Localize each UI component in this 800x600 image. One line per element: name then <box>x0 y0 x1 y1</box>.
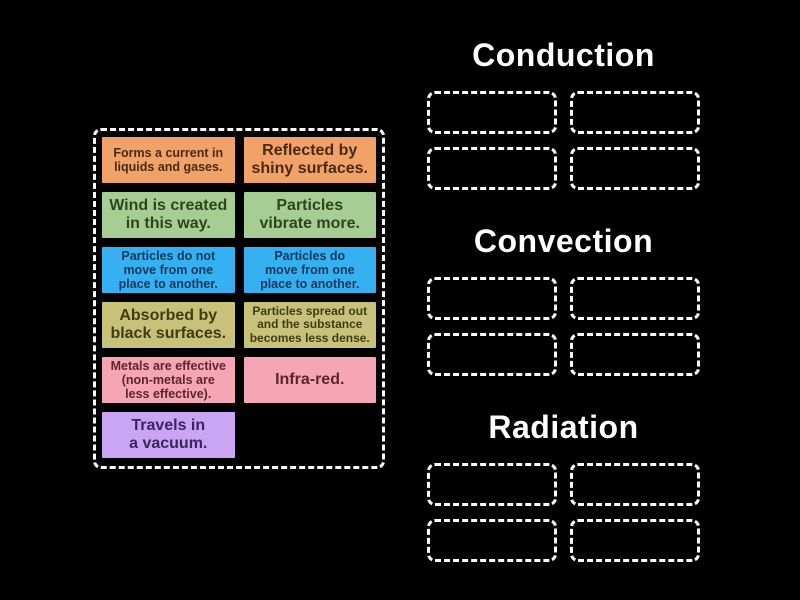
sort-card[interactable]: Travels in a vacuum. <box>100 410 237 460</box>
slot-grid <box>427 463 700 562</box>
sort-card[interactable]: Reflected by shiny surfaces. <box>241 135 378 185</box>
sort-card[interactable]: Particles do move from one place to anot… <box>241 245 378 295</box>
slot-grid <box>427 277 700 376</box>
drop-slot[interactable] <box>570 519 700 562</box>
drop-slot[interactable] <box>570 277 700 320</box>
sort-card[interactable]: Particles do not move from one place to … <box>100 245 237 295</box>
drop-slot[interactable] <box>427 91 557 134</box>
drop-slot[interactable] <box>570 91 700 134</box>
drop-slot[interactable] <box>427 277 557 320</box>
group-title: Convection <box>473 223 654 259</box>
drop-slot[interactable] <box>427 463 557 506</box>
sort-card[interactable]: Infra-red. <box>241 355 378 405</box>
group-section-conduction: Conduction <box>427 38 700 190</box>
sort-card[interactable]: Particles spread out and the substance b… <box>241 300 378 350</box>
group-section-radiation: Radiation <box>427 410 700 562</box>
sort-card[interactable]: Particles vibrate more. <box>241 190 378 240</box>
sort-card[interactable]: Absorbed by black surfaces. <box>100 300 237 350</box>
drop-slot[interactable] <box>427 147 557 190</box>
sort-card[interactable]: Metals are effective (non-metals are les… <box>100 355 237 405</box>
card-tray: Forms a current in liquids and gases.Ref… <box>93 128 385 469</box>
drop-slot[interactable] <box>570 463 700 506</box>
group-title: Radiation <box>488 409 639 445</box>
group-section-convection: Convection <box>427 224 700 376</box>
drop-slot[interactable] <box>570 333 700 376</box>
group-title: Conduction <box>472 37 655 73</box>
sort-card[interactable]: Wind is created in this way. <box>100 190 237 240</box>
slot-grid <box>427 91 700 190</box>
drop-slot[interactable] <box>427 519 557 562</box>
drop-slot[interactable] <box>427 333 557 376</box>
drop-slot[interactable] <box>570 147 700 190</box>
sort-card[interactable]: Forms a current in liquids and gases. <box>100 135 237 185</box>
